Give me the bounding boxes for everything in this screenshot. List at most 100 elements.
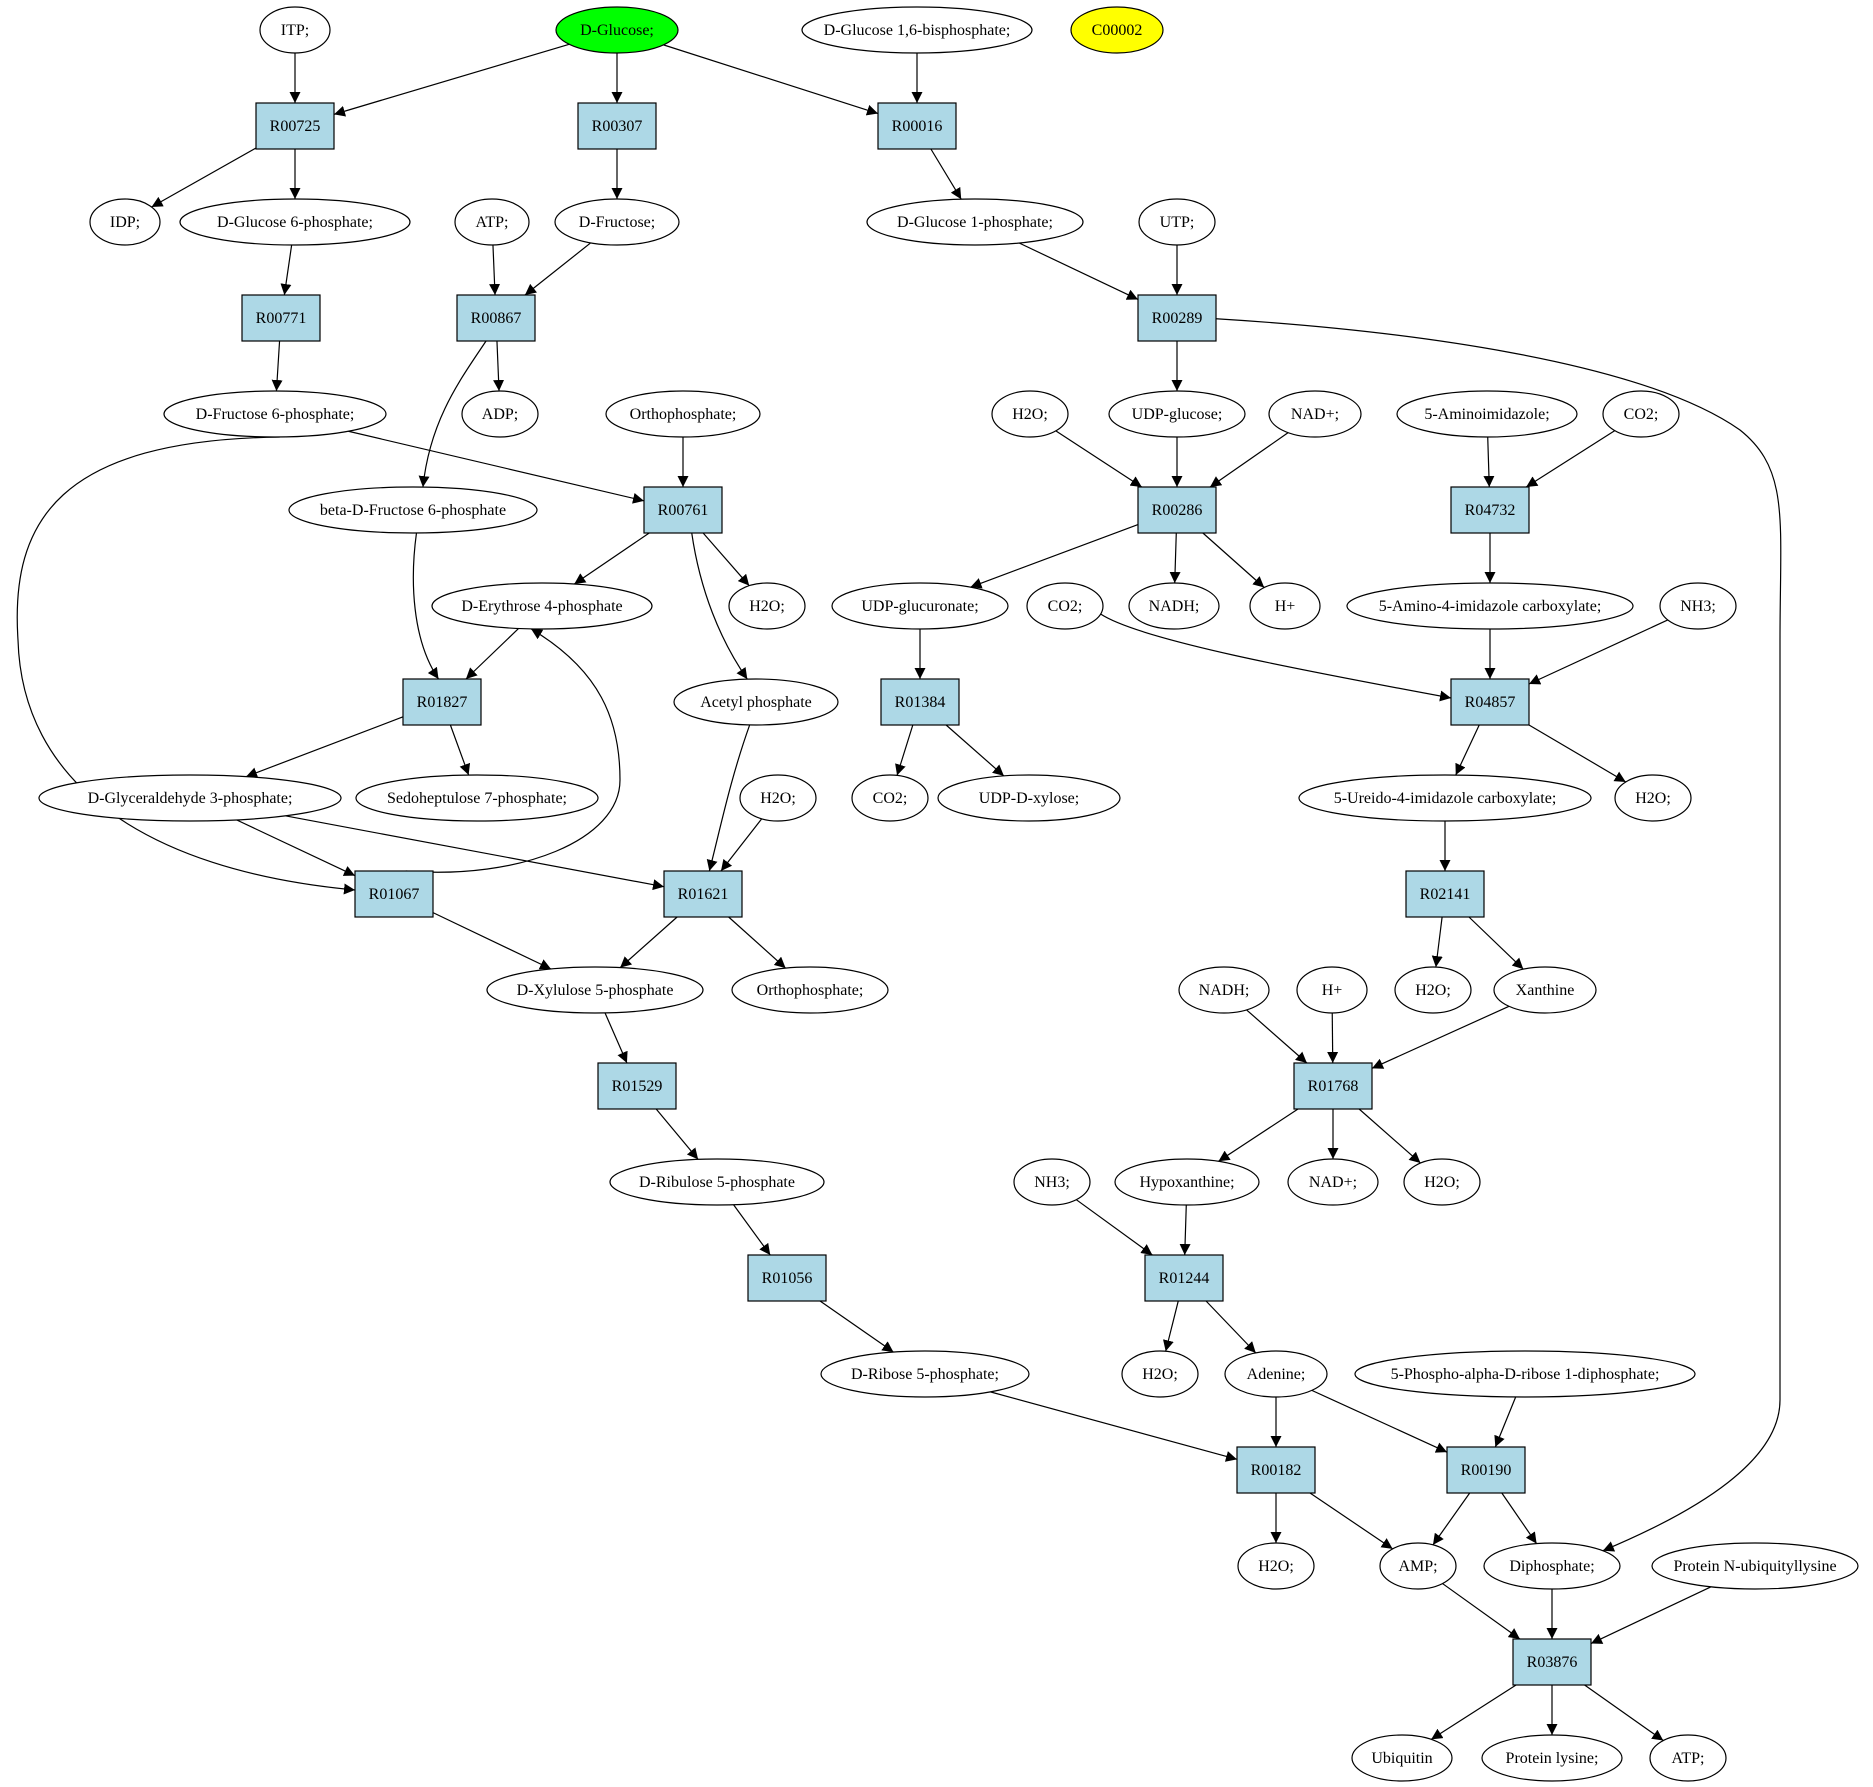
compound-label: CO2; (1624, 406, 1659, 423)
compound-label: C00002 (1092, 22, 1143, 39)
compound-label: D-Glucose 6-phosphate; (217, 214, 373, 231)
compound-node-co2_2: CO2; (1026, 582, 1104, 630)
compound-label: D-Glucose 1-phosphate; (897, 214, 1053, 231)
compound-label: D-Glucose 1,6-bisphosphate; (824, 22, 1011, 39)
compound-ellipse (1026, 582, 1104, 630)
edge-atp1-to-r00867 (489, 244, 501, 296)
edge-adenine-to-r00190 (1311, 1389, 1448, 1453)
compound-node-bdf6p: beta-D-Fructose 6-phosphate (288, 486, 538, 534)
compound-ellipse (739, 774, 817, 822)
compound-node-co2_1: CO2; (1602, 390, 1680, 438)
compound-node-de4p: D-Erythrose 4-phosphate (431, 582, 653, 630)
compound-node-dg16bp: D-Glucose 1,6-bisphosphate; (801, 6, 1033, 54)
compound-ellipse (866, 198, 1084, 246)
compound-label: D-Fructose 6-phosphate; (196, 406, 355, 423)
edge-nadh2-to-r01768 (1246, 1009, 1308, 1064)
edge-co2_2-to-r04857 (1100, 613, 1452, 702)
edge-r00867-to-adp (493, 340, 505, 392)
reaction-node-r00182: R00182 (1236, 1446, 1316, 1494)
reaction-node-r01384: R01384 (880, 678, 960, 726)
compound-label: Ubiquitin (1371, 1750, 1432, 1767)
compound-label: H2O; (1012, 406, 1048, 423)
compound-node-ubiquitin: Ubiquitin (1351, 1734, 1453, 1782)
reaction-node-r01056: R01056 (747, 1254, 827, 1302)
compound-ellipse (1651, 1542, 1859, 1590)
compound-ellipse (454, 198, 530, 246)
edge-dr5p_l-to-r01056 (733, 1204, 771, 1256)
edge-dg1p-to-r00289 (1018, 242, 1139, 301)
compound-node-atp2: ATP; (1649, 1734, 1727, 1782)
reaction-label: R03876 (1527, 1654, 1578, 1671)
compound-ellipse (1298, 774, 1592, 822)
compound-node-dg1p: D-Glucose 1-phosphate; (866, 198, 1084, 246)
compound-ellipse (1268, 390, 1362, 438)
reaction-label: R00289 (1152, 310, 1203, 327)
compound-label: H+ (1275, 598, 1296, 615)
compound-ellipse (937, 774, 1121, 822)
edge-r00725-to-idp (151, 147, 257, 208)
compound-label: IDP; (110, 214, 140, 231)
edge-r00761-to-h2o_2 (702, 532, 750, 587)
edge-r04857-to-h2o_4 (1528, 724, 1627, 783)
reaction-node-r04732: R04732 (1450, 486, 1530, 534)
reaction-node-r00289: R00289 (1137, 294, 1217, 342)
compound-label: Sedoheptulose 7-phosphate; (387, 790, 567, 807)
compound-label: UTP; (1160, 214, 1195, 231)
compound-ellipse (1481, 1734, 1623, 1782)
compound-label: H2O; (1142, 1366, 1178, 1383)
compound-node-hplus1: H+ (1249, 582, 1321, 630)
compound-label: NADH; (1149, 598, 1200, 615)
edge-dr5p-to-r00182 (990, 1391, 1238, 1462)
edge-dga3p-to-r01621 (285, 815, 665, 891)
reaction-box (1293, 1062, 1373, 1110)
edge-hplus2-to-r01768 (1327, 1012, 1339, 1064)
reaction-box (456, 294, 536, 342)
edge-h2o_3-to-r01621 (720, 818, 763, 872)
compound-node-ureido: 5-Ureido-4-imidazole carboxylate; (1298, 774, 1592, 822)
edge-r01067-to-dx5p (432, 912, 552, 970)
edge-r00190-to-amp (1432, 1492, 1471, 1546)
compound-label: NH3; (1680, 598, 1716, 615)
reaction-label: R01244 (1159, 1270, 1210, 1287)
compound-node-proteinlysine: Protein lysine; (1481, 1734, 1623, 1782)
reaction-node-r01827: R01827 (402, 678, 482, 726)
compound-label: ITP; (281, 22, 309, 39)
compound-label: Hypoxanthine; (1139, 1174, 1234, 1191)
compound-ellipse (609, 1158, 825, 1206)
compound-label: D-Glyceraldehyde 3-phosphate; (88, 790, 293, 807)
compound-label: 5-Phospho-alpha-D-ribose 1-diphosphate; (1391, 1366, 1660, 1383)
compound-ellipse (1178, 966, 1270, 1014)
reaction-node-r00725: R00725 (255, 102, 335, 150)
compound-node-nadh2: NADH; (1178, 966, 1270, 1014)
compound-node-dglucose: D-Glucose; (555, 6, 679, 54)
compound-label: NAD+; (1309, 1174, 1357, 1191)
reaction-box (1450, 678, 1530, 726)
edge-r02141-to-h2o_5 (1431, 916, 1443, 968)
compound-ellipse (163, 390, 387, 438)
edge-dfructose-to-r00867 (524, 242, 592, 296)
compound-ellipse (288, 486, 538, 534)
compound-node-h2o_1: H2O; (991, 390, 1069, 438)
compound-node-atp1: ATP; (454, 198, 530, 246)
compound-label: D-Glucose; (580, 22, 654, 39)
reaction-node-r01067: R01067 (354, 870, 434, 918)
edge-dglucose-to-r00016 (663, 44, 879, 116)
compound-label: D-Xylulose 5-phosphate (517, 982, 674, 999)
reaction-label: R01384 (895, 694, 946, 711)
compound-ellipse (1237, 1542, 1315, 1590)
compound-ellipse (1138, 198, 1216, 246)
compound-node-udpxylose: UDP-D-xylose; (937, 774, 1121, 822)
reaction-box (663, 870, 743, 918)
edge-dga3p-to-r01067 (236, 819, 356, 877)
edge-df6p-to-r01067 (16, 436, 356, 895)
compound-ellipse (1224, 1350, 1328, 1398)
reaction-label: R00182 (1251, 1462, 1302, 1479)
edge-r00761-to-de4p (573, 532, 650, 585)
reaction-box (577, 102, 657, 150)
compound-node-xanthine: Xanthine (1493, 966, 1597, 1014)
compound-ellipse (1108, 390, 1246, 438)
compound-node-amp: AMP; (1379, 1542, 1457, 1590)
edge-r03876-to-ubiquitin (1430, 1684, 1517, 1740)
edge-r00016-to-dg1p (930, 148, 962, 200)
compound-label: ATP; (1672, 1750, 1705, 1767)
